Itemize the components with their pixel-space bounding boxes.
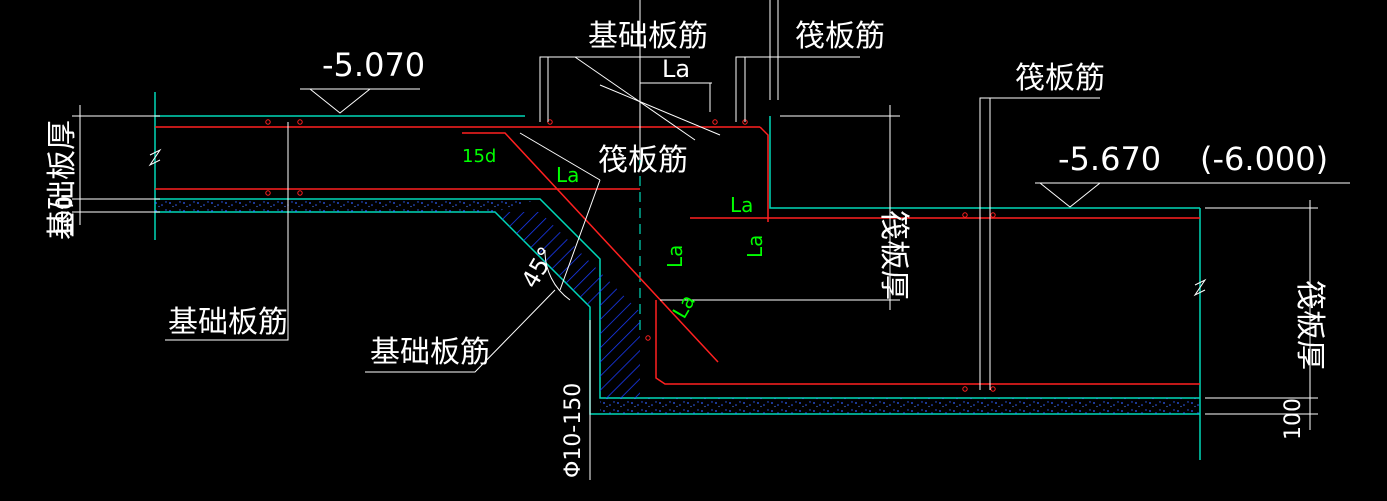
leader-lines xyxy=(72,0,1350,480)
elevation-right-paren: (-6.000) xyxy=(1200,140,1328,178)
label-15d: 15d xyxy=(462,146,496,167)
dim-100-left: 100 xyxy=(53,196,78,238)
label-jichu-mid: 基础板筋 xyxy=(370,335,490,370)
slope-hatch xyxy=(495,212,640,398)
label-la-2: La xyxy=(730,193,753,217)
dim-100-right: 100 xyxy=(1281,398,1306,440)
label-jichu-top: 基础板筋 xyxy=(588,19,708,54)
label-fa-top2: 筏板筋 xyxy=(1015,61,1105,96)
label-la-5: La xyxy=(668,290,700,322)
label-la-1: La xyxy=(556,163,579,187)
label-la-top: La xyxy=(662,55,690,83)
label-jichu-left: 基础板筋 xyxy=(168,305,288,340)
label-fa-top1: 筏板筋 xyxy=(795,19,885,54)
label-thick-left: 基础板厚 xyxy=(45,120,80,240)
elevation-right: -5.670 xyxy=(1058,140,1161,178)
label-la-4: La xyxy=(663,245,687,268)
label-fa-mid: 筏板筋 xyxy=(598,143,688,178)
label-la-3: La xyxy=(743,235,767,258)
label-stirrup: Φ10-150 xyxy=(561,383,586,478)
rebar xyxy=(155,119,1200,392)
cushion-fill xyxy=(155,199,1200,414)
label-thick-mid: 筏板厚 xyxy=(876,210,911,300)
elevation-left: -5.070 xyxy=(322,46,425,84)
label-thick-right: 筏板厚 xyxy=(1292,280,1327,370)
